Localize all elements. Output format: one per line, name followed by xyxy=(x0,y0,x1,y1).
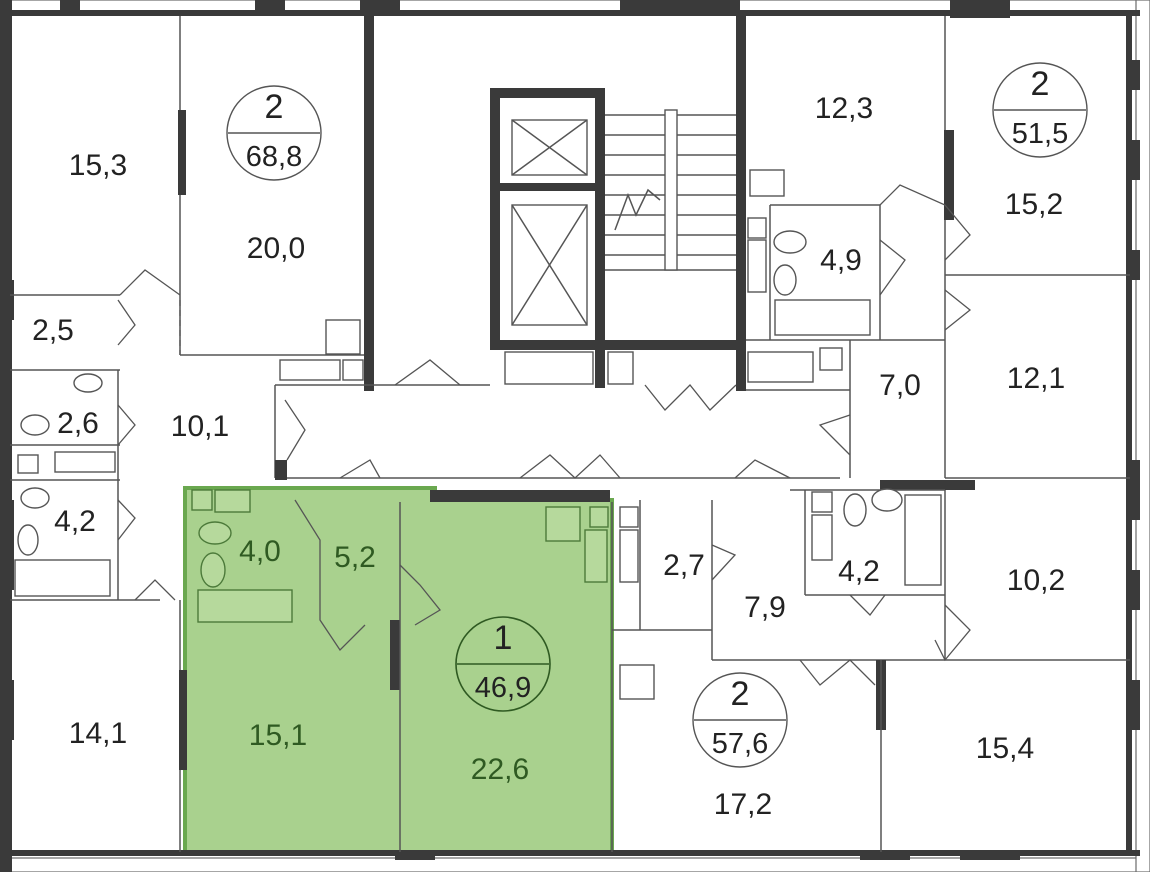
room-area: 2,6 xyxy=(57,407,99,440)
apartment-rooms: 2 xyxy=(731,675,750,713)
apartment-badge[interactable]: 2 57,6 xyxy=(692,672,788,768)
fixtures xyxy=(14,169,942,700)
room-area: 15,1 xyxy=(249,719,307,752)
room-area: 17,2 xyxy=(714,788,772,821)
room-area: 2,5 xyxy=(32,314,74,347)
core xyxy=(490,88,740,388)
interior-walls xyxy=(10,16,1130,852)
room-area: 12,3 xyxy=(815,92,873,125)
room-area: 22,6 xyxy=(471,753,529,786)
room-area: 4,9 xyxy=(820,244,862,277)
room-area: 15,2 xyxy=(1005,188,1063,221)
doors xyxy=(117,184,972,686)
room-area: 10,1 xyxy=(171,410,229,443)
room-area: 7,0 xyxy=(879,369,921,402)
room-area: 4,2 xyxy=(838,555,880,588)
apartment-rooms: 2 xyxy=(265,88,284,126)
room-labels: 15,3 20,0 2,5 2,6 10,1 4,2 14,1 4,0 5,2 … xyxy=(32,92,1065,821)
room-area: 4,2 xyxy=(54,505,96,538)
apartment-badge[interactable]: 1 46,9 xyxy=(455,616,551,712)
room-area: 10,2 xyxy=(1007,564,1065,597)
apartment-area: 46,9 xyxy=(475,672,531,704)
room-area: 5,2 xyxy=(334,541,376,574)
apartment-badge[interactable]: 2 51,5 xyxy=(992,62,1088,158)
room-area: 15,3 xyxy=(69,149,127,182)
apartment-rooms: 1 xyxy=(494,619,513,657)
apartment-area: 57,6 xyxy=(712,728,768,760)
apartment-rooms: 2 xyxy=(1031,65,1050,103)
apartment-badge[interactable]: 2 68,8 xyxy=(226,85,322,181)
room-area: 14,1 xyxy=(69,717,127,750)
room-area: 15,4 xyxy=(976,732,1034,765)
apartment-area: 51,5 xyxy=(1012,118,1068,150)
room-area: 2,7 xyxy=(663,549,705,582)
room-area: 12,1 xyxy=(1007,362,1065,395)
apartment-area: 68,8 xyxy=(246,141,302,173)
room-area: 4,0 xyxy=(239,535,281,568)
room-area: 20,0 xyxy=(247,232,305,265)
room-area: 7,9 xyxy=(744,591,786,624)
